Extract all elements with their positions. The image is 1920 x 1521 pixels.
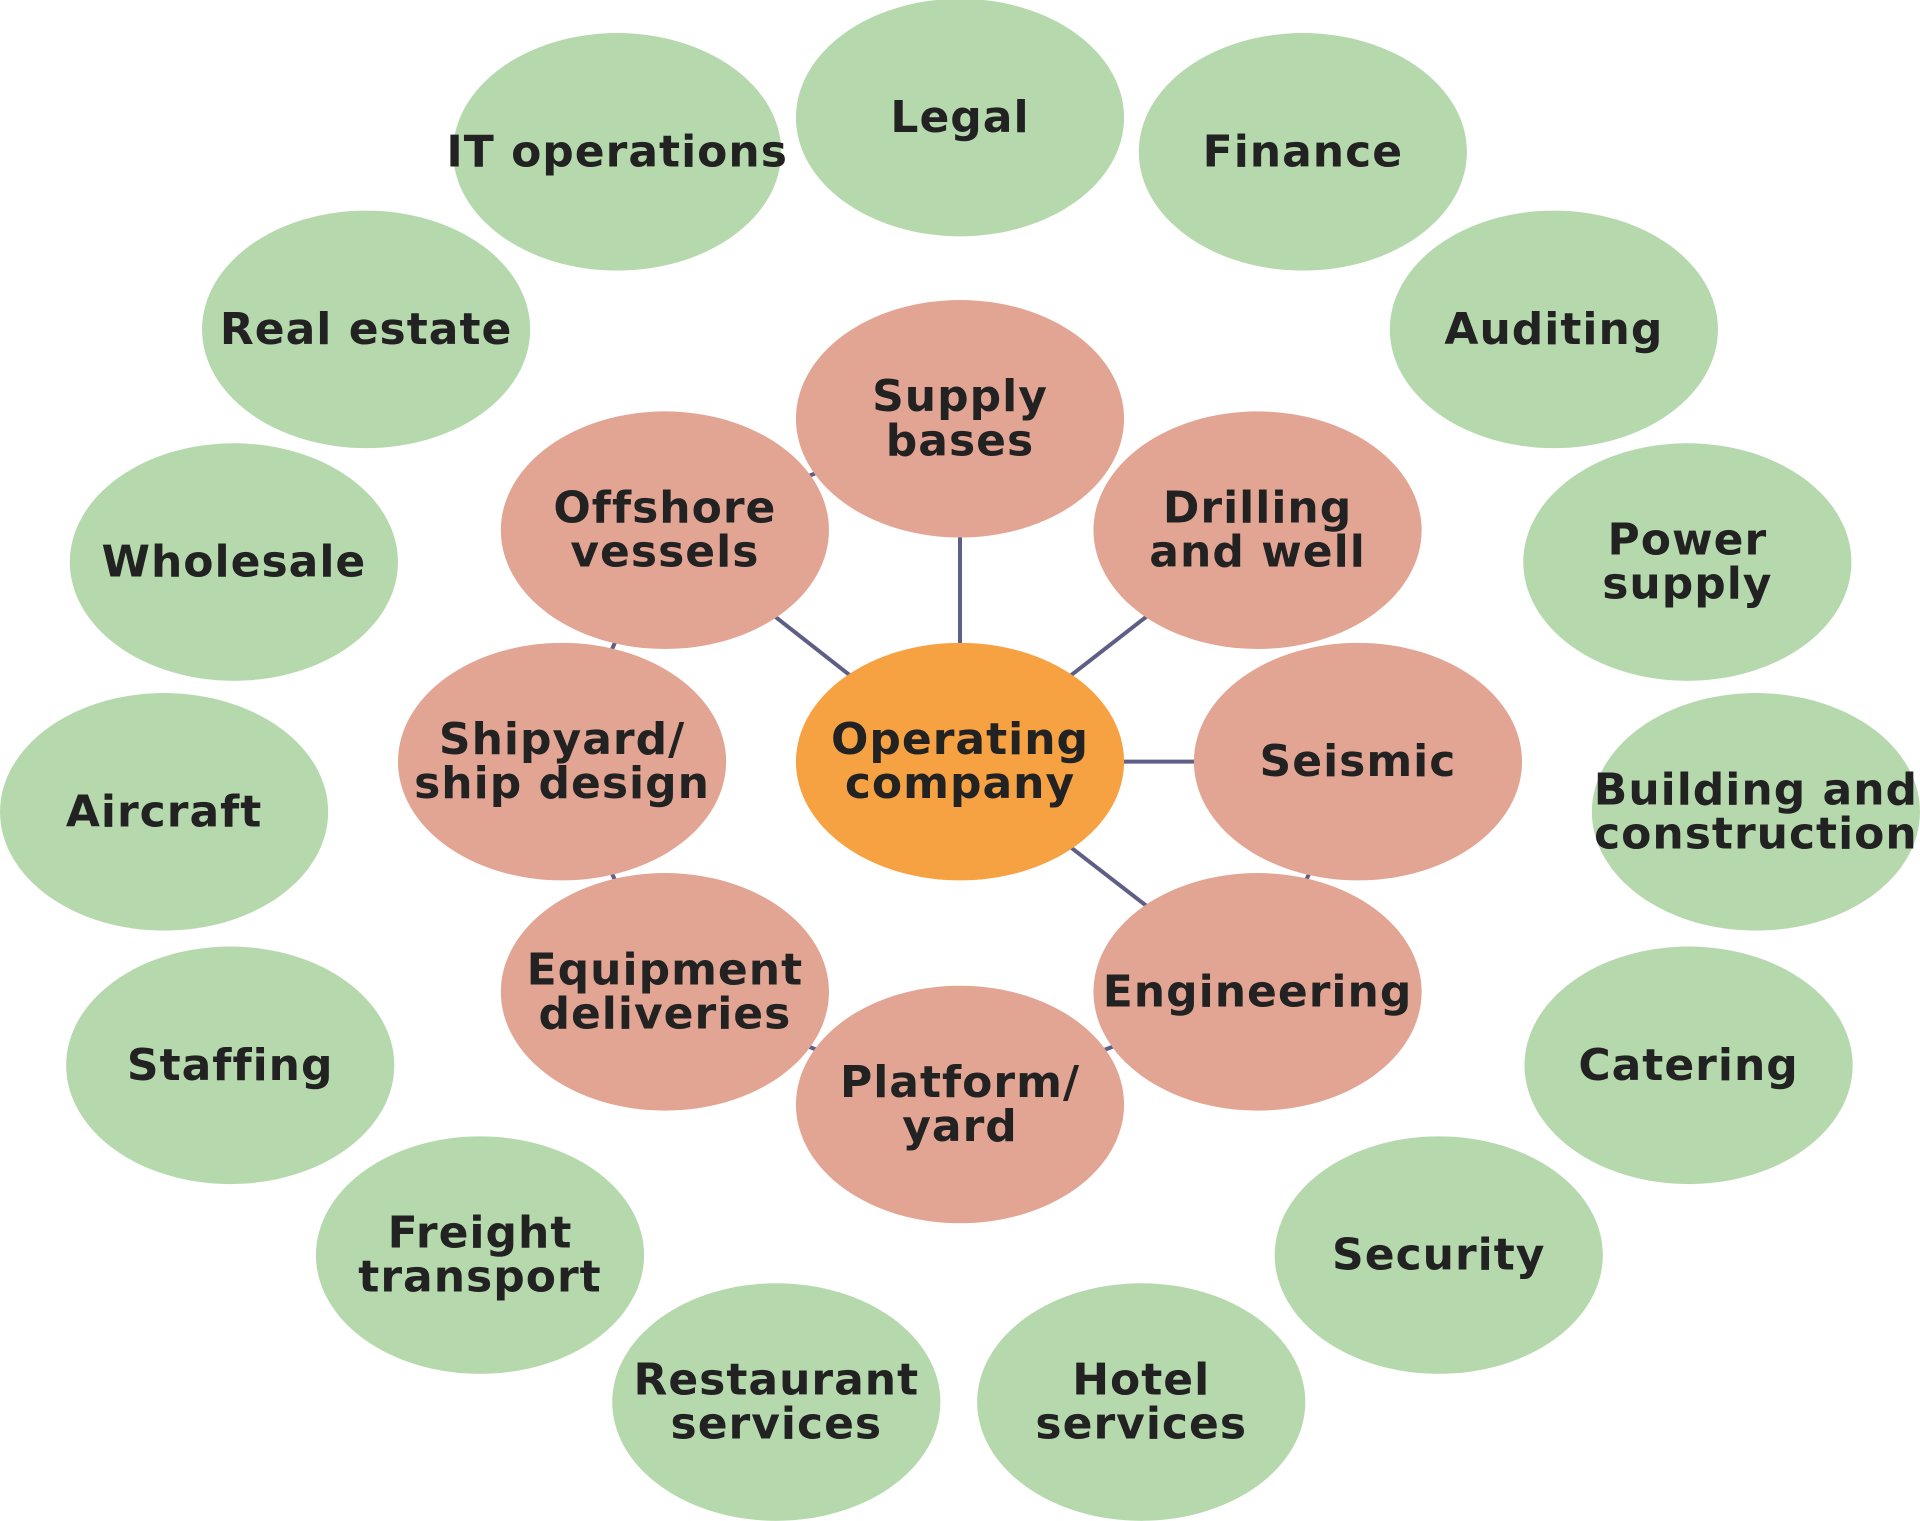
node-staffing-ellipse (66, 946, 395, 1185)
node-building-and-construction-label-line: construction (1594, 808, 1918, 859)
node-engineering: Engineering (1093, 873, 1422, 1111)
node-aircraft-ellipse (0, 693, 329, 931)
node-it-operations-label-line: IT operations (446, 126, 788, 177)
node-legal-ellipse (795, 0, 1125, 237)
node-freight-transport-label-line: transport (358, 1252, 601, 1303)
node-staffing: Staffing (66, 946, 395, 1185)
node-power-supply-label-line: supply (1602, 559, 1772, 610)
node-hotel-services-label-line: services (1035, 1399, 1247, 1450)
node-wholesale-label-line: Wholesale (101, 537, 366, 588)
node-finance-label-line: Finance (1203, 126, 1403, 177)
node-platform-yard-label-line: yard (902, 1101, 1018, 1152)
node-shipyard-ship-design: Shipyard/ship design (397, 642, 727, 881)
node-legal: Legal (795, 0, 1125, 237)
node-restaurant-services-ellipse (612, 1283, 941, 1521)
node-drilling-and-well-ellipse (1093, 411, 1422, 649)
node-shipyard-ship-design-label-line: ship design (414, 758, 710, 809)
node-engineering-ellipse (1093, 873, 1422, 1111)
node-seismic: Seismic (1193, 642, 1523, 881)
node-auditing: Auditing (1389, 210, 1718, 449)
node-building-and-construction-ellipse (1591, 693, 1920, 931)
node-seismic-label-line: Seismic (1260, 736, 1457, 787)
node-drilling-and-well-label-line: Drilling (1163, 483, 1352, 534)
node-aircraft-label-line: Aircraft (66, 786, 262, 837)
node-platform-yard-label-line: Platform/ (840, 1057, 1080, 1108)
node-auditing-ellipse (1389, 210, 1718, 449)
node-hotel-services-ellipse (977, 1283, 1306, 1521)
node-platform-yard: Platform/yard (795, 985, 1125, 1224)
node-finance: Finance (1138, 33, 1467, 271)
node-operating-company-ellipse (795, 642, 1125, 881)
node-real-estate: Real estate (202, 210, 531, 449)
node-shipyard-ship-design-label-line: Shipyard/ (439, 714, 685, 765)
node-operating-company-label-line: Operating (831, 714, 1089, 765)
node-operating-company-label-line: company (845, 758, 1075, 809)
node-equipment-deliveries-label-line: deliveries (538, 988, 791, 1039)
node-platform-yard-ellipse (795, 985, 1125, 1224)
node-aircraft: Aircraft (0, 693, 329, 931)
node-auditing-label-line: Auditing (1444, 304, 1663, 355)
node-hotel-services-label-line: Hotel (1072, 1355, 1210, 1406)
node-security-label-line: Security (1332, 1230, 1545, 1281)
node-power-supply-ellipse (1523, 443, 1852, 681)
node-restaurant-services-label-line: services (671, 1399, 883, 1450)
node-security-ellipse (1274, 1136, 1603, 1374)
node-security: Security (1274, 1136, 1603, 1374)
node-supply-bases-ellipse (795, 300, 1125, 538)
node-wholesale-ellipse (69, 443, 398, 681)
node-equipment-deliveries-label-line: Equipment (527, 944, 804, 995)
node-freight-transport-label-line: Freight (388, 1208, 573, 1259)
node-real-estate-ellipse (202, 210, 531, 449)
node-offshore-vessels-label-line: Offshore (553, 483, 776, 534)
node-staffing-label-line: Staffing (127, 1040, 334, 1091)
node-building-and-construction-label-line: Building and (1594, 764, 1918, 815)
node-catering-ellipse (1524, 946, 1853, 1185)
node-catering-label-line: Catering (1578, 1040, 1798, 1091)
node-freight-transport-ellipse (315, 1136, 645, 1374)
node-supply-bases-label-line: bases (886, 415, 1034, 466)
node-wholesale: Wholesale (69, 443, 398, 681)
node-legal-label-line: Legal (890, 92, 1029, 143)
node-it-operations-ellipse (453, 33, 782, 271)
node-shipyard-ship-design-ellipse (397, 642, 727, 881)
node-it-operations: IT operations (446, 33, 788, 271)
node-drilling-and-well-label-line: and well (1149, 527, 1365, 578)
node-restaurant-services-label-line: Restaurant (633, 1355, 919, 1406)
node-offshore-vessels-ellipse (500, 411, 829, 649)
node-supply-bases-label-line: Supply (872, 371, 1048, 422)
node-offshore-vessels-label-line: vessels (570, 527, 759, 578)
node-power-supply-label-line: Power (1608, 515, 1768, 566)
node-real-estate-label-line: Real estate (220, 304, 512, 355)
node-seismic-ellipse (1193, 642, 1523, 881)
node-finance-ellipse (1138, 33, 1467, 271)
node-catering: Catering (1524, 946, 1853, 1185)
node-equipment-deliveries-ellipse (500, 873, 829, 1111)
node-engineering-label-line: Engineering (1103, 966, 1413, 1017)
